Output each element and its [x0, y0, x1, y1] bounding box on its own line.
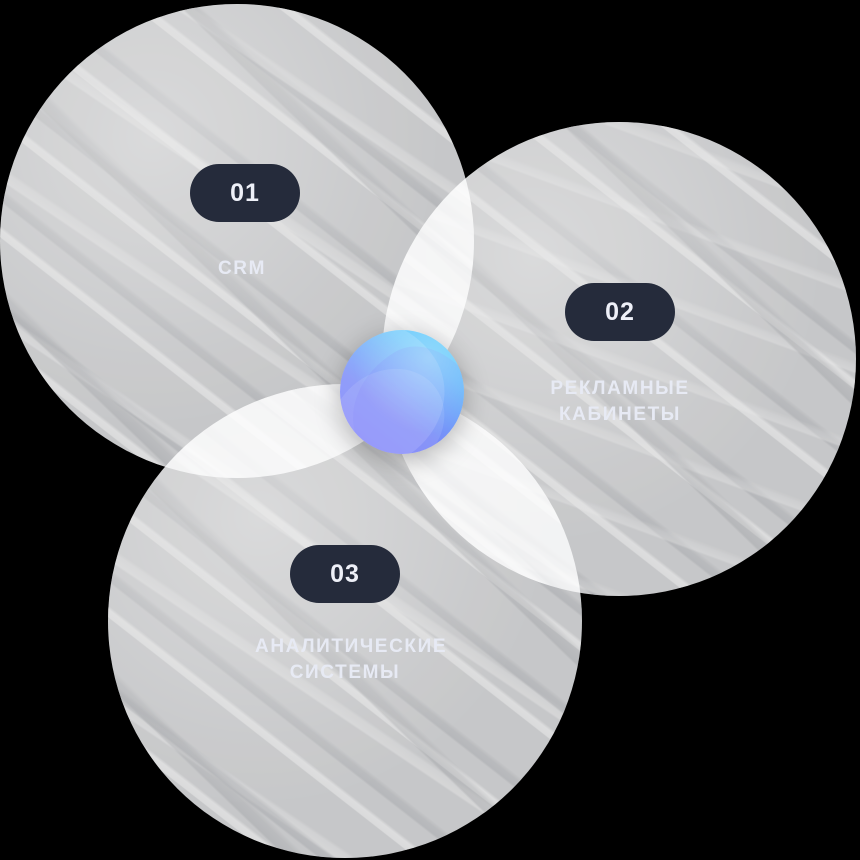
core-sphere[interactable] — [340, 330, 464, 454]
sphere-highlight — [340, 330, 464, 454]
badge-ads-number: 02 — [605, 297, 635, 326]
badge-ads[interactable]: 02 — [565, 283, 675, 341]
label-ads-line-2: КАБИНЕТЫ — [558, 404, 682, 425]
badge-crm-number: 01 — [230, 178, 260, 207]
circle-analytics[interactable] — [108, 384, 582, 858]
label-analytics-line-2: СИСТЕМЫ — [289, 662, 401, 683]
label-crm: CRM — [152, 256, 332, 282]
label-ads: РЕКЛАМНЫЕ КАБИНЕТЫ — [530, 376, 710, 428]
circle-sheen — [108, 384, 582, 858]
label-ads-line-1: РЕКЛАМНЫЕ — [550, 378, 690, 399]
badge-analytics-number: 03 — [330, 559, 360, 588]
label-crm-line-1: CRM — [217, 258, 267, 279]
label-analytics-line-1: АНАЛИТИЧЕСКИЕ — [255, 636, 448, 657]
badge-analytics[interactable]: 03 — [290, 545, 400, 603]
label-analytics: АНАЛИТИЧЕСКИЕ СИСТЕМЫ — [255, 634, 448, 686]
badge-crm[interactable]: 01 — [190, 164, 300, 222]
